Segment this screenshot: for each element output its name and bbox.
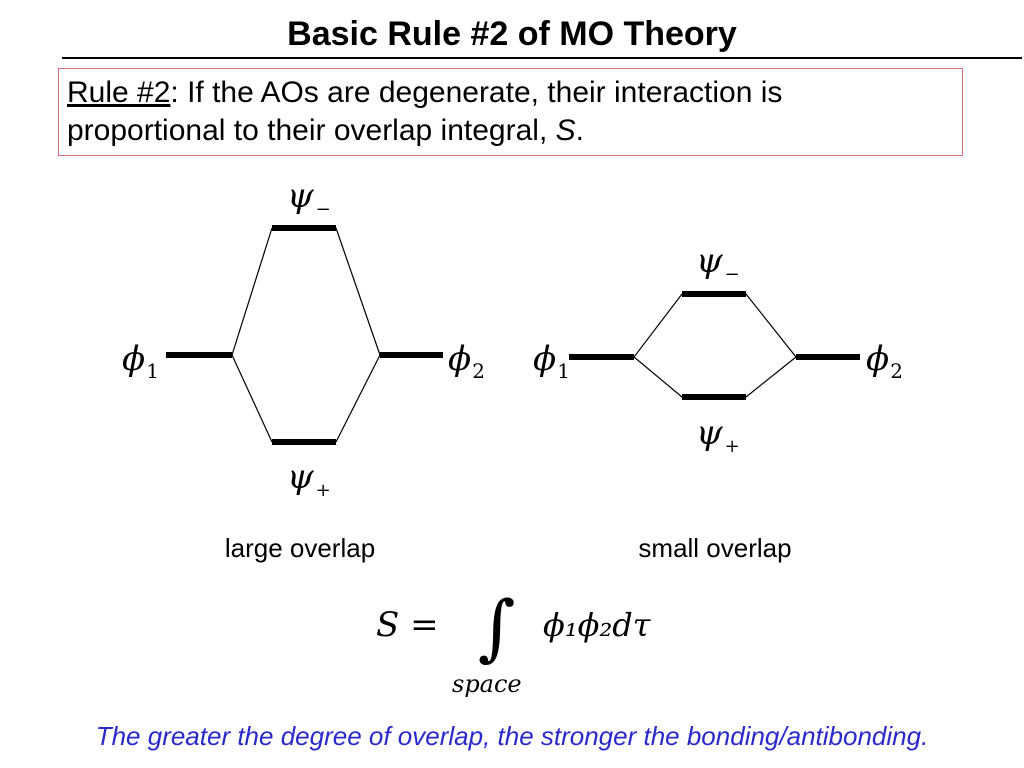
small-phi1-label: ϕ1 <box>533 339 570 383</box>
formula-lhs: S = <box>376 605 439 645</box>
small-correlation-line <box>745 356 797 398</box>
small-correlation-line <box>633 293 683 358</box>
large-overlap-caption: large overlap <box>224 533 376 563</box>
rule-box <box>58 68 963 156</box>
small-overlap-caption: small overlap <box>638 533 792 563</box>
footer-note: The greater the degree of overlap, the s… <box>95 721 929 751</box>
large-phi1-label: ϕ1 <box>122 339 159 383</box>
large-psi-plus-label: ψ+ <box>287 457 331 501</box>
slide-title: Basic Rule #2 of MO Theory <box>287 15 737 53</box>
large-phi2-label: ϕ2 <box>448 339 485 383</box>
large-correlation-line <box>231 354 273 443</box>
integral-limit: space <box>452 670 522 698</box>
integrand: ϕ₁ϕ₂dτ <box>543 606 652 644</box>
large-correlation-line <box>231 227 273 356</box>
large-correlation-line <box>335 227 381 356</box>
rule-text-1: : If the AOs are degenerate, their inter… <box>170 76 783 109</box>
overlap-integral-formula: S = ∫ space ϕ₁ϕ₂dτ <box>376 585 652 698</box>
integral-sign: ∫ <box>478 585 516 669</box>
large-correlation-line <box>335 354 381 443</box>
title-divider <box>62 57 1022 59</box>
small-correlation-line <box>745 293 797 358</box>
large-psi-minus-label: ψ− <box>287 176 331 220</box>
rule-symbol: S <box>555 114 576 147</box>
small-psi-plus-label: ψ+ <box>696 413 740 457</box>
large-overlap-diagram: ψ− ψ+ ϕ1 ϕ2 <box>122 176 485 501</box>
rule-text-2: proportional to their overlap integral, <box>67 114 556 147</box>
rule-statement: Rule #2: If the AOs are degenerate, thei… <box>67 74 957 150</box>
rule-end: . <box>575 114 584 147</box>
small-overlap-diagram: ψ− ψ+ ϕ1 ϕ2 <box>533 241 903 457</box>
small-psi-minus-label: ψ− <box>696 241 740 285</box>
small-correlation-line <box>633 356 683 398</box>
rule-label: Rule #2 <box>67 76 171 109</box>
small-phi2-label: ϕ2 <box>866 339 903 383</box>
